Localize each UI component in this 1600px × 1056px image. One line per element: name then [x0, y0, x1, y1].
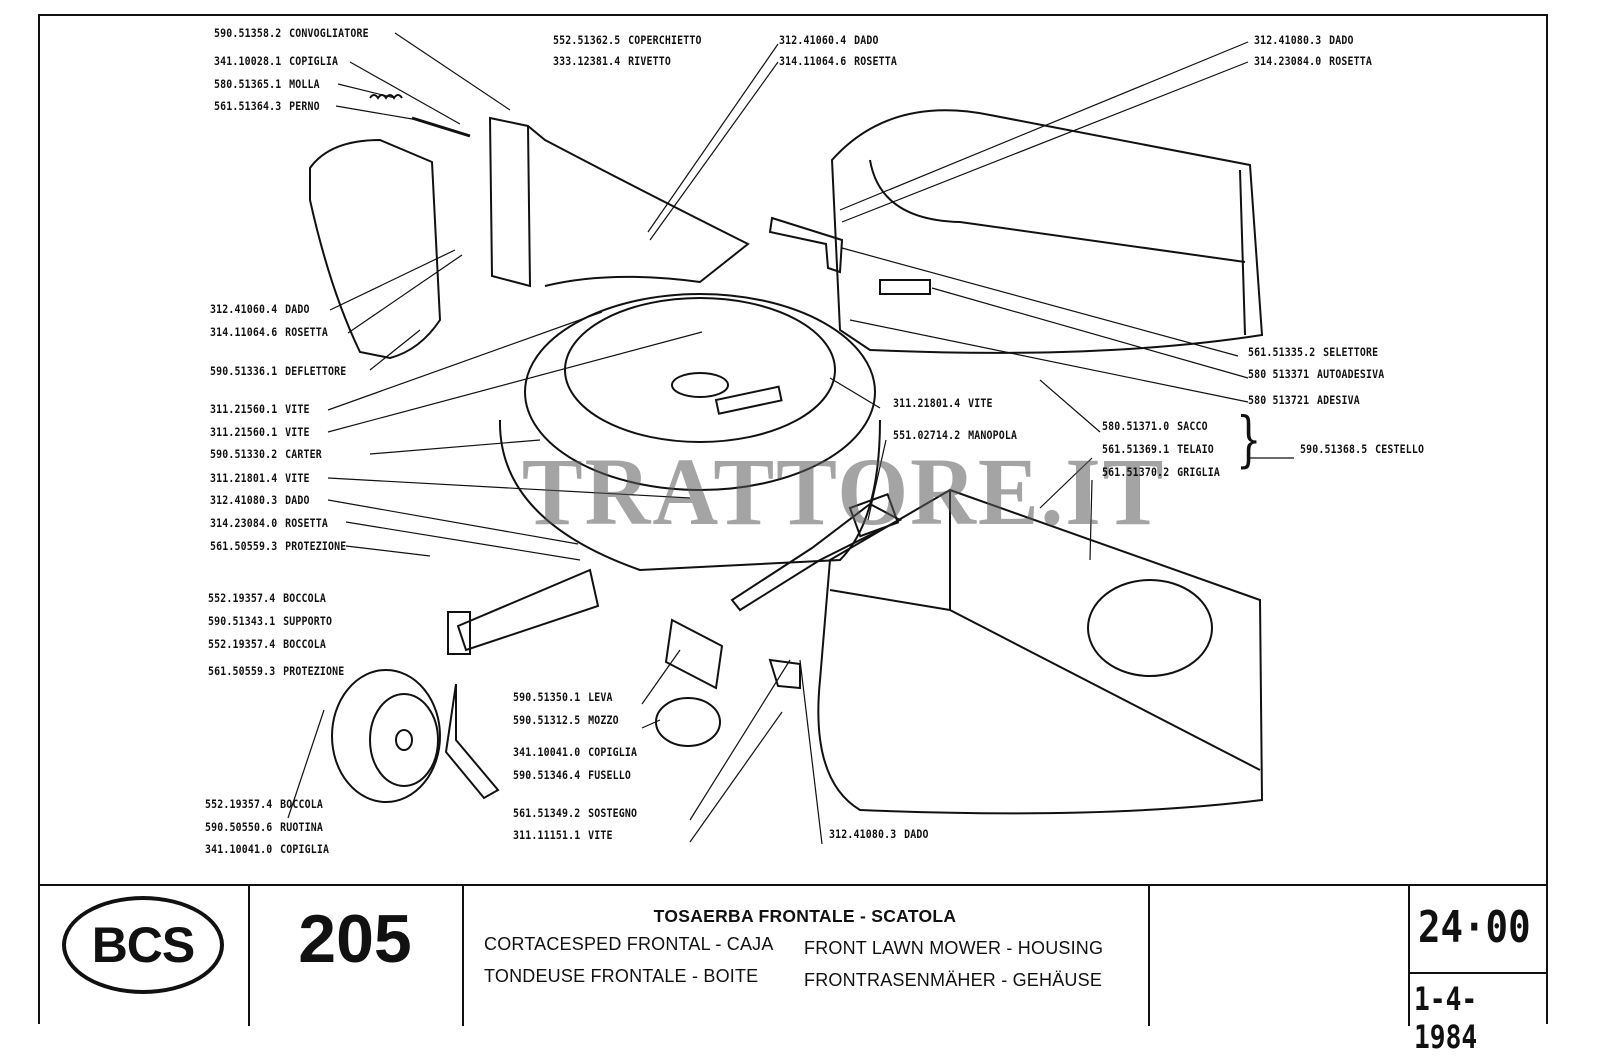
sheet-date: 1-4-1984	[1414, 980, 1478, 1056]
title-german: FRONTRASENMÄHER - GEHÄUSE	[804, 970, 1103, 990]
model-number: 205	[298, 901, 412, 977]
bcs-logo: BCS	[62, 896, 224, 994]
sheet-number: 24·00	[1418, 902, 1531, 953]
exploded-view-drawing	[287, 32, 1294, 845]
title-spanish: CORTACESPED FRONTAL - CAJA	[484, 934, 774, 954]
title-english: FRONT LAWN MOWER - HOUSING	[804, 938, 1104, 958]
title-cell: TOSAERBA FRONTALE - SCATOLA CORTACESPED …	[462, 886, 1150, 1026]
drawing-frame	[38, 14, 1548, 1024]
watermark: TRATTORE.IT	[521, 438, 1166, 545]
title-italian: TOSAERBA FRONTALE - SCATOLA	[653, 906, 957, 926]
logo-cell: BCS	[38, 886, 250, 1026]
title-french: TONDEUSE FRONTALE - BOITE	[484, 966, 759, 986]
brace: }	[1236, 405, 1262, 475]
sheet-code-cell: 24·00 1-4-1984	[1408, 886, 1548, 1056]
title-block: BCS 205 TOSAERBA FRONTALE - SCATOLA CORT…	[38, 884, 1548, 1056]
model-cell: 205	[248, 886, 464, 1026]
date-box: 1-4-1984	[1408, 972, 1548, 1056]
blank-cell	[1148, 886, 1410, 1026]
